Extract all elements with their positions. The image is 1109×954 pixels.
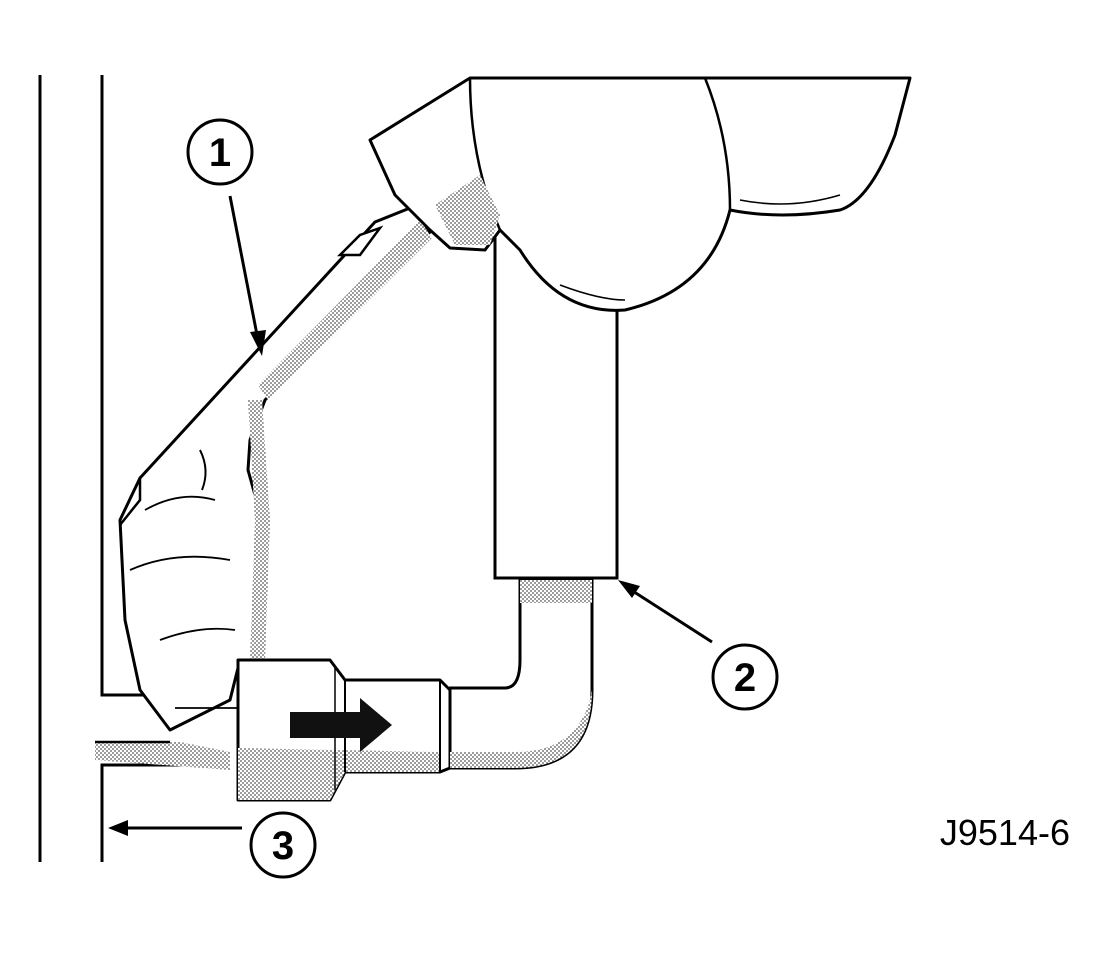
straight-tube — [95, 740, 230, 770]
callout-3-label: 3 — [272, 824, 294, 868]
callout-3: 3 — [108, 811, 317, 879]
callout-2-label: 2 — [734, 656, 756, 700]
quick-connect-fitting — [236, 658, 452, 802]
elbow-tube — [448, 578, 594, 770]
callout-1: 1 — [186, 118, 266, 356]
hand — [368, 76, 912, 312]
figure-id: J9514-6 — [940, 812, 1070, 853]
flow-arrow-icon — [290, 698, 392, 752]
callout-1-label: 1 — [209, 131, 231, 175]
callout-2: 2 — [618, 580, 779, 711]
tool-handle — [118, 206, 432, 732]
